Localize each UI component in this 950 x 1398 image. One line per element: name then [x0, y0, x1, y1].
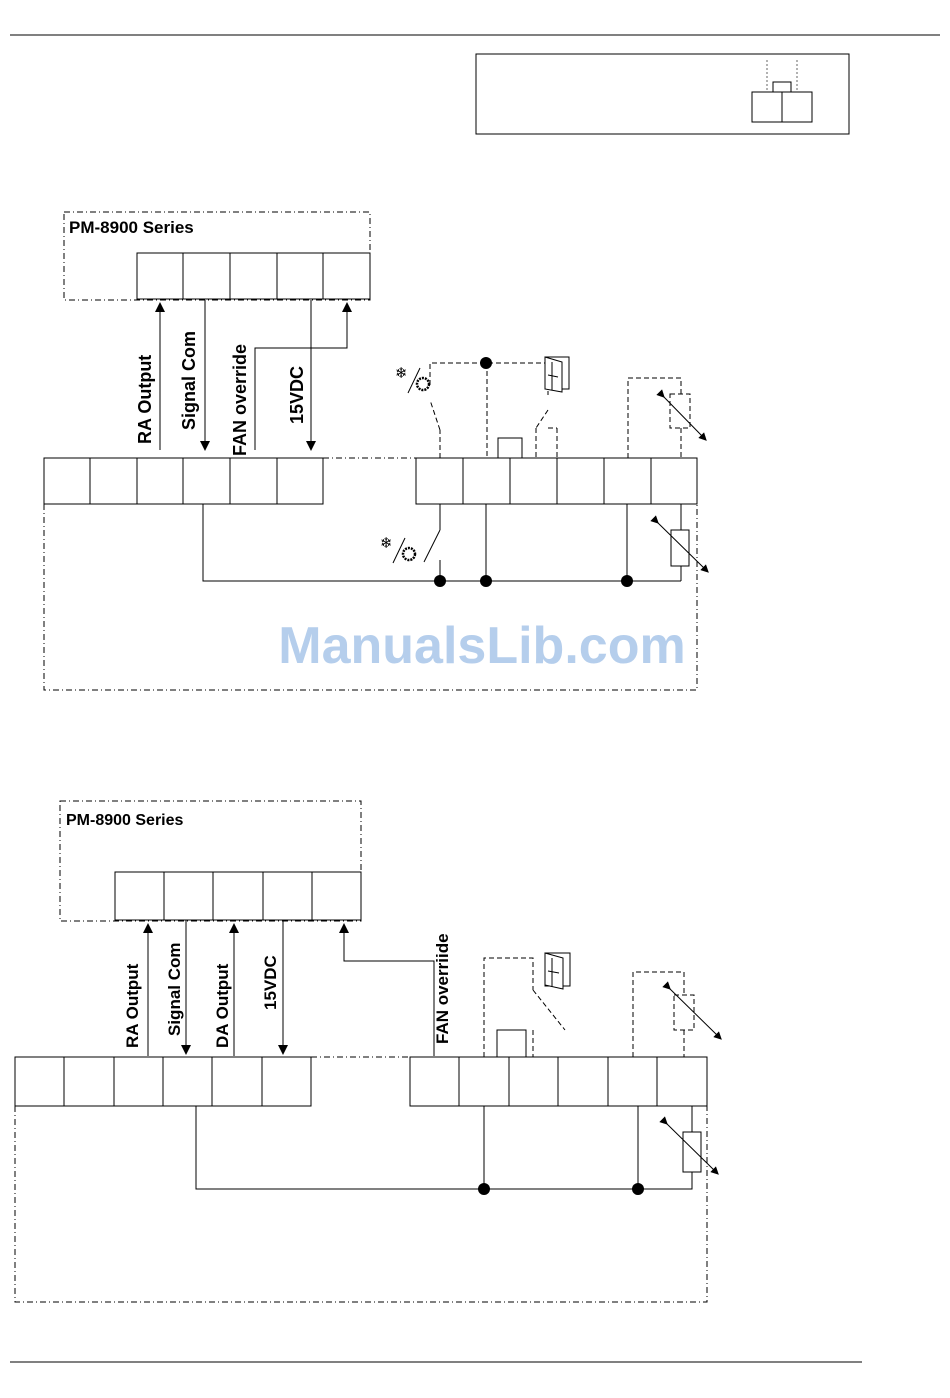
label-ra-output-top: RA Output: [135, 355, 155, 444]
terminal-block-right-top: [416, 458, 697, 504]
junction-dot: [434, 575, 446, 587]
junction-dot: [480, 357, 492, 369]
thermostat-box-bottom-frame: [15, 1106, 707, 1302]
label-da-output-bottom: DA Output: [213, 963, 232, 1048]
label-signal-com-top: Signal Com: [179, 331, 199, 430]
label-fan-override-bottom: FAN overriide: [433, 933, 452, 1044]
internal-wire-signal-com-bottom: [196, 1106, 692, 1189]
terminal-block-left-bottom: [15, 1057, 311, 1106]
junction-dot: [478, 1183, 490, 1195]
junction-dot: [632, 1183, 644, 1195]
internal-potentiometer-bottom: [683, 1132, 701, 1172]
watermark: ManualsLib.com: [278, 617, 685, 675]
junction-dot: [621, 575, 633, 587]
door-contact-symbol: [545, 953, 570, 989]
external-pot-arrow-top: [662, 395, 704, 438]
terminal-block-right-bottom: [410, 1057, 707, 1106]
controller-title-top: PM-8900 Series: [69, 218, 194, 237]
legend-box: [476, 54, 849, 134]
diagram-bottom: PM-8900 Series RA Output Signal Com DA O…: [15, 801, 719, 1302]
label-signal-com-bottom: Signal Com: [165, 942, 184, 1036]
label-15vdc-top: 15VDC: [287, 366, 307, 424]
door-contact-symbol: [545, 357, 569, 392]
svg-text:❄: ❄: [395, 364, 408, 382]
controller-terminals-bottom: [115, 872, 361, 920]
label-ra-output-bottom: RA Output: [123, 963, 142, 1048]
internal-switch-blade: [424, 530, 440, 562]
relay-coil-bottom: [497, 1030, 526, 1057]
svg-text:❄: ❄: [380, 534, 393, 552]
internal-potentiometer-top: [671, 530, 689, 566]
cooling-heating-symbol: ❄: [395, 364, 429, 393]
controller-title-bottom: PM-8900 Series: [66, 812, 184, 829]
relay-coil-top: [498, 438, 522, 458]
internal-wire-signal-com-top: [203, 504, 440, 581]
label-15vdc-bottom: 15VDC: [261, 955, 280, 1010]
cooling-heating-symbol: ❄: [380, 534, 415, 563]
label-fan-override-top: FAN override: [230, 344, 250, 456]
junction-dot: [480, 575, 492, 587]
wire-fan-override-bottom: [344, 928, 434, 1056]
controller-terminals-top: [137, 253, 370, 299]
terminal-block-left-top: [44, 458, 323, 504]
